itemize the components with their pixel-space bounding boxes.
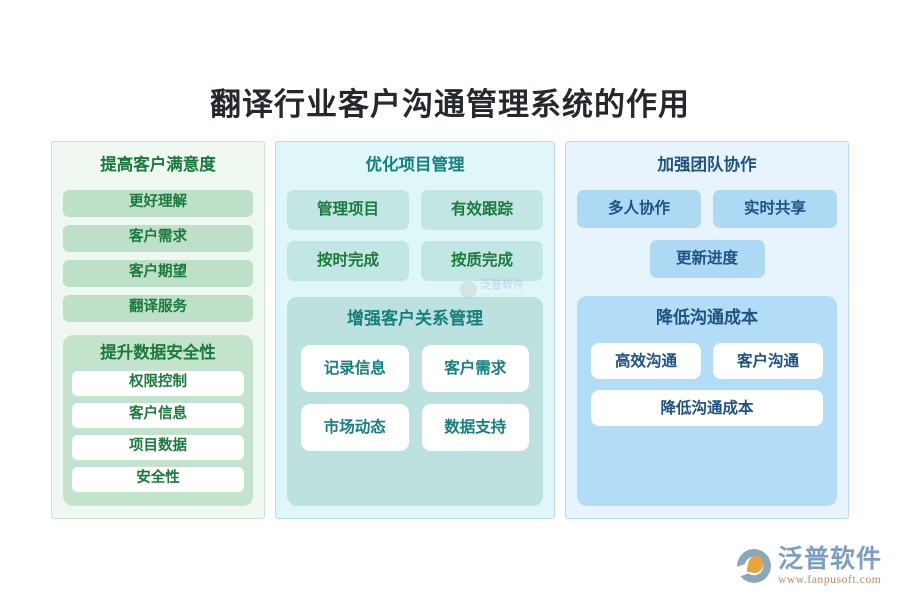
chip-item[interactable]: 项目数据: [72, 434, 244, 460]
chip-list-customer-satisfaction: 更好理解 客户需求 客户期望 翻译服务: [63, 189, 253, 322]
panel-team-collaboration: 加强团队协作 多人协作 实时共享 更新进度 降低沟通成本 高效沟通 客户沟通 降…: [565, 141, 849, 519]
chip-item[interactable]: 更好理解: [63, 189, 253, 217]
panel-customer-satisfaction: 提高客户满意度 更好理解 客户需求 客户期望 翻译服务 提升数据安全性 权限控制…: [51, 141, 265, 519]
subgroup-data-security: 提升数据安全性 权限控制 客户信息 项目数据 安全性: [63, 334, 253, 506]
chip-row-communication-cost-wide: 降低沟通成本: [591, 390, 823, 427]
chip-grid-team-collaboration: 多人协作 实时共享: [577, 189, 837, 228]
logo-url: www.fanpusoft.com: [777, 573, 882, 586]
chip-item[interactable]: 客户沟通: [713, 343, 823, 380]
subgroup-customer-relationship: 增强客户关系管理 记录信息 客户需求 市场动态 数据支持: [287, 296, 543, 506]
chip-item[interactable]: 翻译服务: [63, 294, 253, 322]
fanpu-logo-text: 泛普软件 www.fanpusoft.com: [777, 544, 882, 587]
logo-brand-name: 泛普软件: [777, 544, 882, 573]
chip-grid-project-management: 管理项目 有效跟踪 按时完成 按质完成: [287, 189, 543, 281]
chip-row-progress-update: 更新进度: [577, 239, 837, 278]
chip-item[interactable]: 客户期望: [63, 259, 253, 287]
page-title: 翻译行业客户沟通管理系统的作用: [210, 86, 690, 122]
chip-item[interactable]: 数据支持: [421, 404, 529, 452]
columns-container: 提高客户满意度 更好理解 客户需求 客户期望 翻译服务 提升数据安全性 权限控制…: [51, 141, 849, 519]
chip-item[interactable]: 记录信息: [301, 345, 409, 393]
chip-item[interactable]: 实时共享: [713, 189, 837, 228]
chip-item[interactable]: 多人协作: [577, 189, 701, 228]
subgroup-communication-cost: 降低沟通成本 高效沟通 客户沟通 降低沟通成本: [577, 295, 837, 506]
chip-item[interactable]: 权限控制: [72, 370, 244, 396]
panel-title-project-management: 优化项目管理: [365, 156, 465, 174]
chip-grid-customer-relationship: 记录信息 客户需求 市场动态 数据支持: [301, 345, 529, 452]
panel-project-management: 优化项目管理 管理项目 有效跟踪 按时完成 按质完成 增强客户关系管理 记录信息…: [275, 141, 555, 519]
chip-item[interactable]: 客户信息: [72, 402, 244, 428]
chip-list-data-security: 权限控制 客户信息 项目数据 安全性: [72, 370, 244, 492]
panel-title-team-collaboration: 加强团队协作: [657, 156, 757, 174]
subgroup-title-communication-cost: 降低沟通成本: [656, 307, 758, 327]
chip-item[interactable]: 安全性: [72, 466, 244, 492]
chip-item[interactable]: 有效跟踪: [421, 189, 543, 230]
fanpu-logo: 泛普软件 www.fanpusoft.com: [737, 547, 882, 587]
chip-item[interactable]: 客户需求: [63, 224, 253, 252]
chip-item[interactable]: 市场动态: [301, 404, 409, 452]
subgroup-title-data-security: 提升数据安全性: [100, 343, 216, 362]
fanpu-logo-icon: [737, 549, 771, 583]
chip-item[interactable]: 管理项目: [287, 189, 409, 230]
chip-grid-communication-cost: 高效沟通 客户沟通: [591, 343, 823, 380]
chip-item[interactable]: 更新进度: [649, 239, 765, 278]
chip-item[interactable]: 客户需求: [421, 345, 529, 393]
panel-title-customer-satisfaction: 提高客户满意度: [100, 156, 216, 174]
chip-item[interactable]: 降低沟通成本: [591, 390, 823, 427]
chip-item[interactable]: 高效沟通: [591, 343, 701, 380]
chip-item[interactable]: 按时完成: [287, 240, 409, 281]
chip-item[interactable]: 按质完成: [421, 240, 543, 281]
subgroup-title-customer-relationship: 增强客户关系管理: [347, 308, 483, 328]
